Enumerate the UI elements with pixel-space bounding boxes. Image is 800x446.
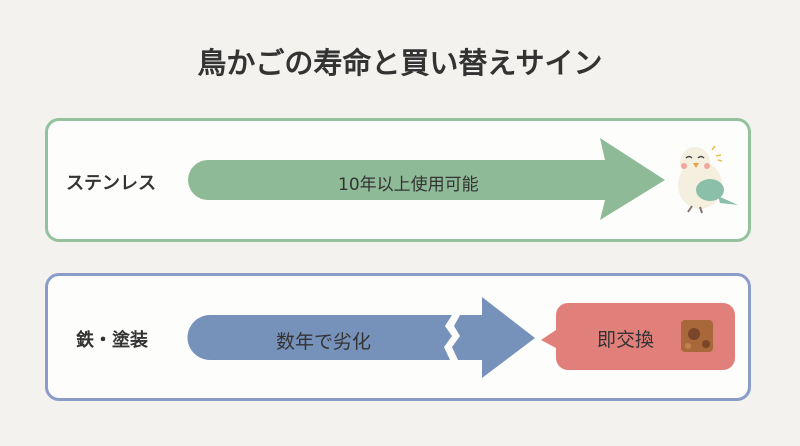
degradation-arrow-body [187, 315, 453, 360]
replace-bubble [541, 303, 735, 370]
page-title: 鳥かごの寿命と買い替えサイン [197, 46, 603, 80]
rust-icon [681, 320, 713, 352]
long-life-arrow [188, 138, 665, 220]
replace-text: 即交換 [597, 329, 655, 351]
degradation-arrow-head [452, 297, 535, 378]
material-label-stainless: ステンレス [66, 173, 156, 194]
material-label-iron: 鉄・塗装 [76, 330, 148, 351]
long-life-text: 10年以上使用可能 [338, 175, 479, 195]
degradation-text: 数年で劣化 [276, 331, 372, 353]
happy-bird-icon [678, 145, 738, 214]
